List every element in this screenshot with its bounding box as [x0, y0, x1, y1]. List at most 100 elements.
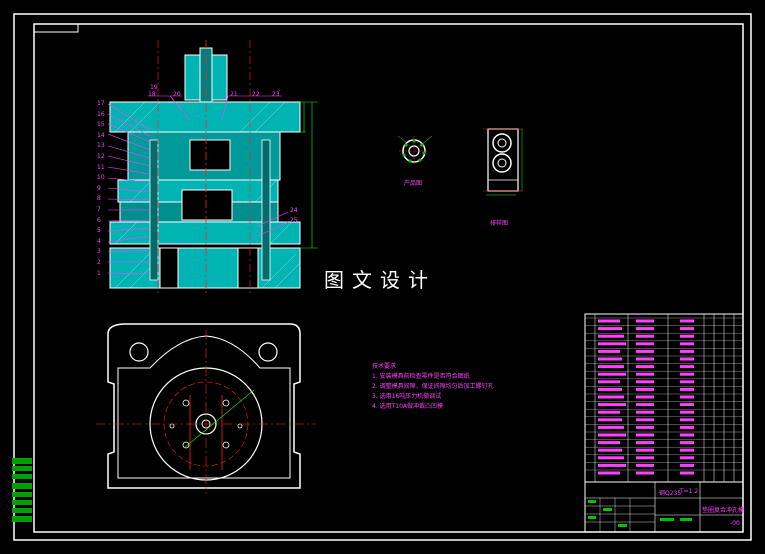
- bom-text-mark: [598, 418, 622, 422]
- bom-text-mark: [680, 425, 694, 429]
- bom-text-mark: [636, 319, 654, 323]
- product-view-label: 产品图: [404, 180, 423, 187]
- bom-text-mark: [680, 334, 694, 338]
- part-number-left: 7: [97, 206, 101, 213]
- part-number-top: 18: [148, 91, 156, 98]
- tech-item: 3. 选用16吨压力机做调试: [372, 393, 442, 400]
- bom-text-mark: [680, 372, 694, 376]
- bom-text-mark: [636, 456, 654, 460]
- layout-drawing: [483, 128, 523, 196]
- bom-text-mark: [680, 456, 694, 460]
- part-number-left: 15: [97, 121, 105, 129]
- part-number-right: 24: [290, 207, 298, 214]
- bom-text-mark: [680, 433, 694, 437]
- bom-text-mark: [598, 441, 620, 445]
- part-number-top: 20: [173, 91, 181, 98]
- bom-text-mark: [598, 403, 626, 407]
- tech-item: 2. 调整模具间隙，保证间隙均匀后加工螺钉孔: [372, 383, 494, 390]
- bom-text-mark: [636, 342, 654, 346]
- technical-requirements: 技术要求 1. 安装模具前检查零件是否符合图纸 2. 调整模具间隙，保证间隙均匀…: [372, 362, 494, 412]
- bom-text-mark: [680, 365, 694, 369]
- bom-text-mark: [636, 410, 654, 414]
- bom-text-mark: [636, 372, 654, 376]
- bom-text-mark: [636, 395, 654, 399]
- bom-text-mark: [636, 387, 654, 391]
- part-number-left: 5: [97, 227, 101, 235]
- bom-text-mark: [680, 395, 694, 399]
- part-number-top: 19: [150, 84, 158, 91]
- part-number-left: 14: [97, 131, 105, 139]
- part-number-left: 11: [97, 163, 105, 171]
- leader-lines-left: [107, 103, 151, 275]
- part-number-left: 16: [97, 110, 105, 118]
- part-number-left: 8: [97, 195, 101, 203]
- outer-frame: [13, 13, 752, 541]
- bom-text-mark: [598, 365, 624, 369]
- thickness-cell: T=1.2: [680, 488, 699, 495]
- bom-text-mark: [680, 441, 694, 445]
- bom-text-mark: [598, 380, 620, 384]
- part-number-left: 12: [97, 153, 105, 160]
- bom-text-mark: [636, 463, 654, 467]
- bom-text-mark: [680, 342, 694, 346]
- bom-text-mark: [636, 403, 654, 407]
- sheet-number-cell: -00: [730, 520, 740, 527]
- bom-text-mark: [636, 418, 654, 422]
- inner-frame: [33, 23, 744, 533]
- bom-text-mark: [636, 365, 654, 369]
- bom-text-mark: [680, 380, 694, 384]
- bom-text-mark: [598, 410, 620, 414]
- bom-text-mark: [598, 372, 626, 376]
- bom-text-mark: [636, 425, 654, 429]
- tech-item: 1. 安装模具前检查零件是否符合图纸: [372, 373, 470, 380]
- part-number-left: 9: [97, 184, 101, 192]
- bom-text-mark: [598, 357, 622, 361]
- bom-text-mark: [680, 410, 694, 414]
- part-number-top: 23: [272, 91, 280, 98]
- bom-text-mark: [636, 433, 654, 437]
- bom-text-mark: [680, 471, 694, 475]
- part-number-left: 4: [97, 237, 101, 245]
- part-number-left: 2: [97, 259, 101, 266]
- part-number-top: 21: [230, 91, 238, 98]
- bom-text-mark: [598, 471, 620, 475]
- part-number-top: 22: [252, 91, 260, 98]
- bom-text-mark: [680, 403, 694, 407]
- section-view: [109, 40, 301, 295]
- bom-text-mark: [598, 327, 622, 331]
- bom-text-mark: [680, 319, 694, 323]
- overall-height-dimension: [300, 101, 318, 249]
- bom-text-mark: [598, 425, 624, 429]
- part-number-left: 6: [97, 216, 101, 224]
- bom-text-mark: [636, 357, 654, 361]
- leader-lines-top: [148, 95, 282, 121]
- bom-text-mark: [598, 387, 622, 391]
- side-strip: [12, 458, 32, 522]
- bom-text-mark: [680, 418, 694, 422]
- bom-text-mark: [636, 334, 654, 338]
- title-block: [584, 481, 744, 533]
- bom-text-mark: [598, 433, 626, 437]
- bom-text-mark: [598, 463, 626, 467]
- bom-text-mark: [636, 380, 654, 384]
- part-number-right: 25: [290, 217, 298, 224]
- bom-text-mark: [680, 349, 694, 353]
- bom-text-mark: [680, 387, 694, 391]
- drawing-name-cell: 垫圈复合冲孔模: [702, 507, 745, 514]
- bom-text-mark: [680, 463, 694, 467]
- bom-text-mark: [598, 334, 624, 338]
- product-drawing: [397, 135, 433, 166]
- bom-text-mark: [598, 448, 622, 452]
- bom-text-mark: [636, 471, 654, 475]
- bom-text-mark: [598, 342, 626, 346]
- bom-text-mark: [636, 441, 654, 445]
- layout-view-label: 排样图: [490, 220, 509, 227]
- leader-lines-right: [257, 211, 289, 237]
- part-number-left: 17: [97, 100, 105, 107]
- part-number-left: 13: [97, 142, 105, 150]
- tech-title: 技术要求: [372, 363, 397, 370]
- bom-text-mark: [598, 395, 624, 399]
- bom-text-mark: [680, 448, 694, 452]
- bom-text-mark: [636, 327, 654, 331]
